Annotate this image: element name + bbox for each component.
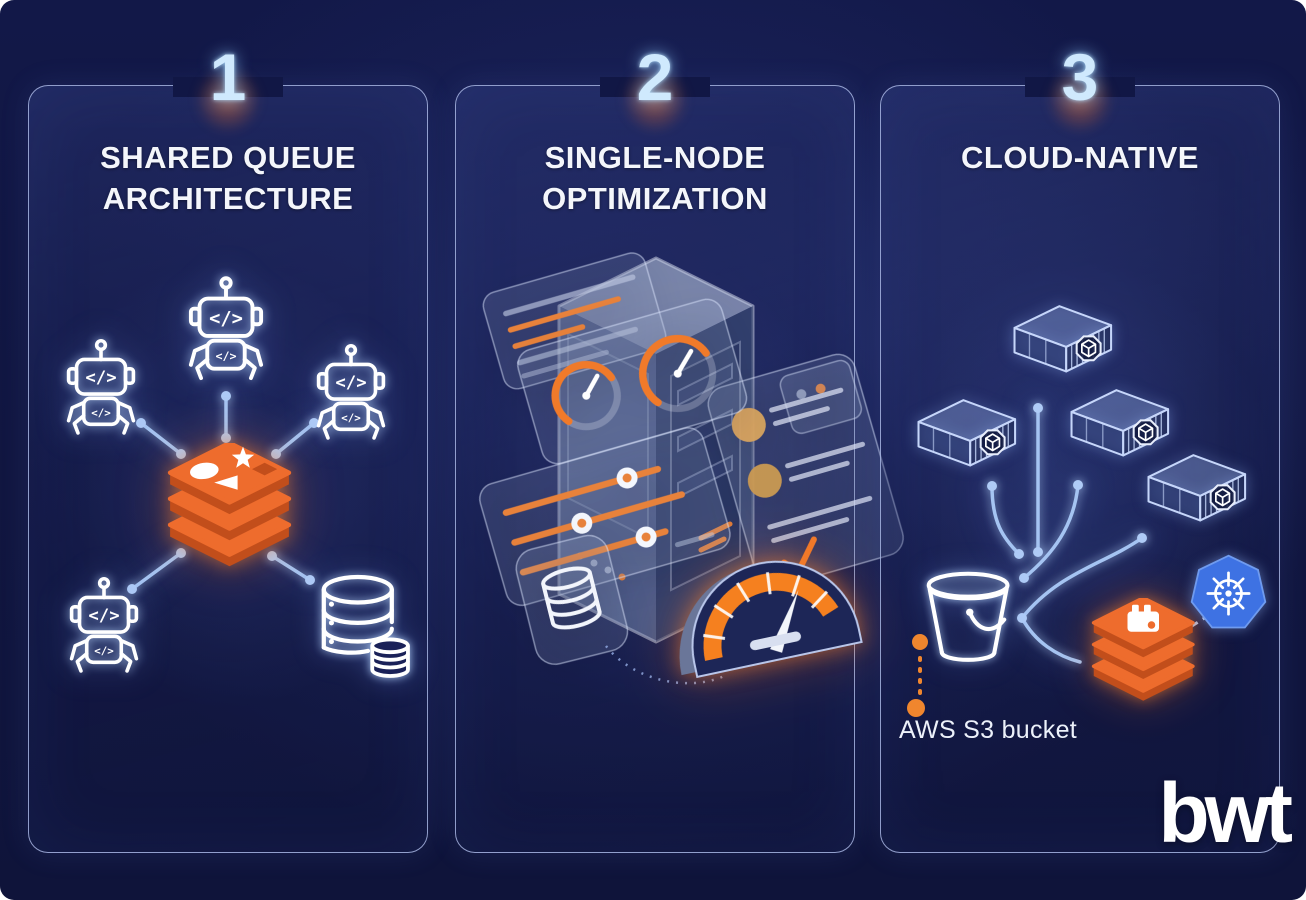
step-number: 1 [209, 40, 247, 114]
panel-cloud-native: 3 CLOUD-NATIVE [880, 40, 1280, 853]
redis-container-stack-icon [1091, 598, 1195, 703]
step-number: 3 [1061, 40, 1099, 114]
panel-title: SINGLE-NODE OPTIMIZATION [456, 138, 854, 220]
panel2-illustration [479, 252, 904, 685]
speedometer-icon [679, 560, 863, 679]
step-number-badge: 2 [590, 39, 720, 131]
gauge-dial-card-icon [517, 298, 748, 465]
worker-robot-icon [316, 343, 386, 440]
shipping-container-icon [1013, 305, 1113, 373]
panel-title-line1: SINGLE-NODE [544, 140, 766, 175]
step-number-badge: 3 [1015, 39, 1145, 131]
step-number-badge: 1 [163, 39, 293, 131]
shipping-container-icon [917, 399, 1017, 467]
worker-robot-icon [66, 338, 136, 435]
database-card-icon [515, 534, 629, 666]
kubernetes-icon [1190, 554, 1267, 629]
step-number: 2 [636, 40, 674, 114]
redis-queue-stack-icon [170, 443, 289, 566]
panel-title: SHARED QUEUE ARCHITECTURE [29, 138, 427, 220]
database-icon [324, 577, 408, 676]
panel3-illustration [907, 305, 1267, 717]
panel-shared-queue-architecture: 1 SHARED QUEUE ARCHITECTURE [28, 40, 428, 853]
annotation-label: AWS S3 bucket [899, 716, 1078, 744]
panel1-illustration [66, 276, 427, 852]
brand-logo: bwt [1158, 766, 1293, 860]
sliders-card-icon [479, 427, 731, 607]
shipping-container-icon [1070, 389, 1170, 457]
metrics-card-icon [482, 252, 667, 390]
worker-robot-icon [69, 576, 139, 673]
panel-single-node-optimization: 2 SINGLE-NODE OPTIMIZATION [455, 40, 904, 853]
connector-lines [987, 403, 1147, 664]
worker-robot-icon [188, 276, 264, 381]
connector-lines [127, 391, 319, 594]
checklist-card-icon [707, 353, 904, 589]
database-icon [541, 566, 602, 630]
panel-title-line2: OPTIMIZATION [542, 180, 768, 216]
panel-title-line1: CLOUD-NATIVE [961, 140, 1199, 175]
annotation-pointer [907, 634, 928, 717]
panel-title-line1: SHARED QUEUE [100, 140, 356, 175]
panel-title-line2: ARCHITECTURE [102, 180, 354, 216]
s3-bucket-icon [929, 574, 1008, 660]
shipping-container-icon [1147, 454, 1247, 522]
panel-title: CLOUD-NATIVE [881, 138, 1279, 179]
